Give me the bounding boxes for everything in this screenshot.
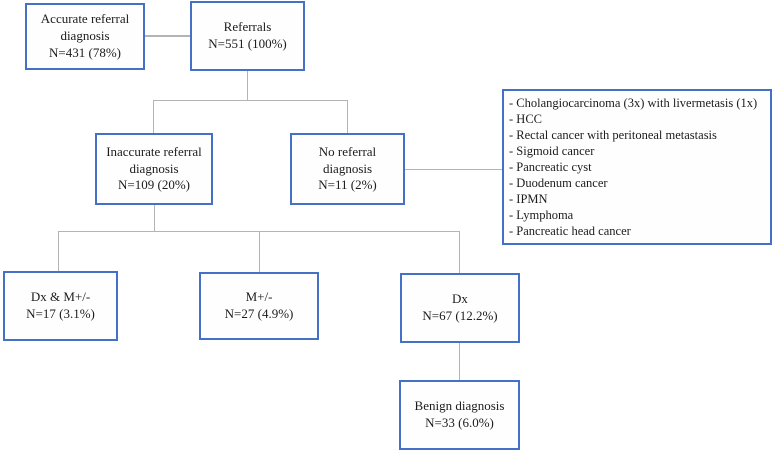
node-count: N=11 (2%) xyxy=(318,177,377,193)
node-dx: Dx N=67 (12.2%) xyxy=(400,273,520,343)
node-label: Dx & M+/- xyxy=(30,289,91,305)
list-item: - Lymphoma xyxy=(509,208,574,222)
node-count: N=33 (6.0%) xyxy=(425,415,494,430)
node-label: Benign diagnosis xyxy=(414,398,505,414)
node-label: Accurate referral xyxy=(40,11,130,27)
node-label: diagnosis xyxy=(129,160,179,176)
node-inaccurate-referral-diagnosis: Inaccurate referral diagnosis N=109 (20%… xyxy=(95,133,213,205)
node-label: Referrals xyxy=(223,19,272,35)
node-count: N=551 (100%) xyxy=(208,36,287,51)
connector-to-inaccurate xyxy=(153,100,154,133)
node-dx-and-m: Dx & M+/- N=17 (3.1%) xyxy=(3,271,118,341)
node-count: N=17 (3.1%) xyxy=(26,306,95,321)
connector-no-referral-to-list xyxy=(405,169,502,170)
connector-to-no-referral xyxy=(347,100,348,133)
node-benign-diagnosis: Benign diagnosis N=33 (6.0%) xyxy=(399,380,520,450)
list-item: - Pancreatic head cancer xyxy=(509,224,631,238)
connector-to-dx xyxy=(459,231,460,273)
list-item: - Pancreatic cyst xyxy=(509,160,592,174)
connector-to-dx-and-m xyxy=(58,231,59,271)
connector-accurate-referrals xyxy=(145,35,190,37)
list-item: - Cholangiocarcinoma (3x) with livermeta… xyxy=(509,96,758,110)
node-label: diagnosis xyxy=(60,28,110,44)
node-count: N=431 (78%) xyxy=(49,44,121,60)
node-referrals: Referrals N=551 (100%) xyxy=(190,1,305,71)
node-no-referral-diagnosis-list: - Cholangiocarcinoma (3x) with livermeta… xyxy=(502,89,772,245)
connector-dx-to-benign xyxy=(459,343,460,380)
node-no-referral-diagnosis: No referral diagnosis N=11 (2%) xyxy=(290,133,405,205)
node-count: N=109 (20%) xyxy=(118,177,190,193)
node-m: M+/- N=27 (4.9%) xyxy=(199,272,319,340)
node-count: N=67 (12.2%) xyxy=(422,308,498,323)
node-count: N=27 (4.9%) xyxy=(224,306,294,321)
connector-to-m xyxy=(259,231,260,272)
list-item: - IPMN xyxy=(509,192,548,206)
connector-inaccurate-down xyxy=(154,205,155,231)
node-label: No referral xyxy=(318,143,377,159)
list-item: - Rectal cancer with peritoneal metastas… xyxy=(509,128,717,142)
connector-row2-horizontal xyxy=(153,100,348,101)
node-accurate-referral-diagnosis: Accurate referral diagnosis N=431 (78%) xyxy=(25,3,145,70)
node-label: diagnosis xyxy=(322,160,373,176)
node-label: Inaccurate referral xyxy=(106,143,202,159)
list-item: - HCC xyxy=(509,112,542,126)
list-item: - Sigmoid cancer xyxy=(509,144,595,158)
connector-referrals-down xyxy=(247,71,248,100)
list-item: - Duodenum cancer xyxy=(509,176,608,190)
node-label: M+/- xyxy=(245,289,273,305)
node-label: Dx xyxy=(452,291,468,307)
